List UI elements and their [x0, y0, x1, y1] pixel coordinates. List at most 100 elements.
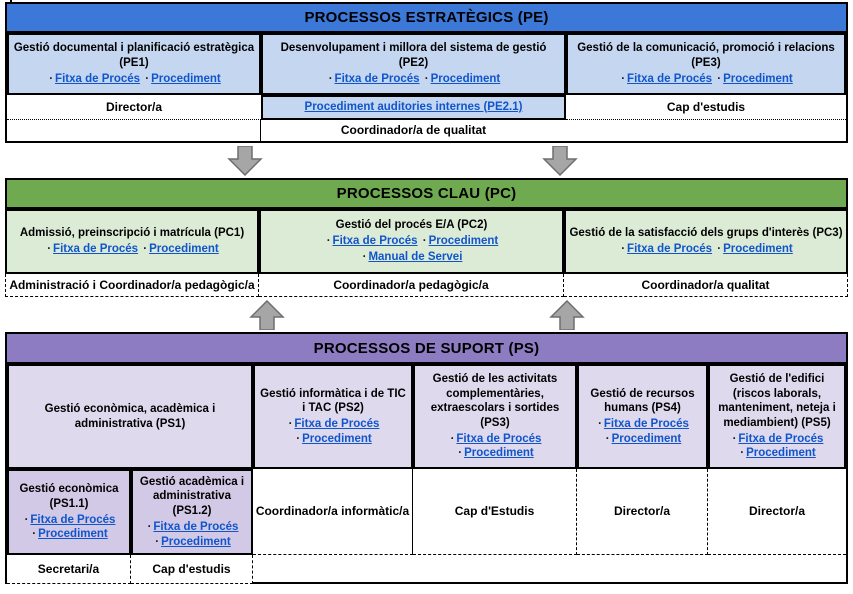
dot-separator: ·	[288, 418, 293, 430]
pe-header: PROCESSOS ESTRATÈGICS (PE)	[7, 4, 846, 33]
ps4-links: ·Fitxa de Procés ·Procediment	[596, 417, 689, 446]
ps1-cell: Gestió econòmica, acadèmica i administra…	[7, 364, 253, 469]
dot-separator: ·	[732, 432, 737, 445]
pc1-cell: Admissió, preinscripció i matrícula (PC1…	[5, 209, 259, 274]
dot-separator: ·	[717, 243, 722, 255]
ps4-fitxa-de-proces-link[interactable]: Fitxa de Procés	[603, 418, 689, 430]
ps12-procediment-link[interactable]: Procediment	[161, 535, 231, 548]
dot-separator: ·	[621, 72, 626, 85]
ps3-cell: Gestió de les activitats complementàries…	[413, 364, 577, 469]
dot-separator: ·	[326, 235, 331, 248]
dot-separator: ·	[740, 447, 745, 460]
pe2-procediment-link[interactable]: Procediment	[430, 72, 501, 85]
ps-header: PROCESSOS DE SUPORT (PS)	[7, 334, 846, 364]
ps-role-director: Director/a	[708, 469, 846, 555]
pc-role-coordinador-qualitat: Coordinador/a qualitat	[564, 274, 848, 297]
ps-section: PROCESSOS DE SUPORT (PS) Gestió econòmic…	[5, 332, 848, 584]
pc2-manual-row: ·Manual de Servei	[361, 250, 463, 265]
pc-section: PROCESSOS CLAU (PC) Admissió, preinscrip…	[5, 178, 848, 297]
ps-role-director: Director/a	[577, 469, 708, 555]
pe1-fitxa-de-proces-link[interactable]: Fitxa de Procés	[55, 72, 141, 85]
pe1-links: ·Fitxa de Procés ·Procediment	[47, 72, 221, 87]
dot-separator: ·	[328, 72, 333, 85]
pc3-title: Gestió de la satisfacció dels grups d'in…	[569, 227, 843, 240]
pc2-procediment-link[interactable]: Procediment	[428, 235, 499, 248]
pe21-audit-cell: Procediment auditories internes (PE2.1)	[261, 95, 566, 120]
pe3-procediment-link[interactable]: Procediment	[723, 72, 793, 85]
ps2-fitxa-de-proces-link[interactable]: Fitxa de Procés	[294, 418, 380, 430]
pc1-procediment-link[interactable]: Procediment	[149, 243, 219, 255]
pe1-title: Gestió documental i planificació estratè…	[13, 42, 255, 70]
pc3-fitxa-de-proces-link[interactable]: Fitxa de Procés	[627, 243, 713, 255]
dot-separator: ·	[155, 535, 160, 548]
ps11-fitxa-de-proces-link[interactable]: Fitxa de Procés	[30, 513, 116, 526]
pe-empty-cell	[7, 120, 261, 141]
ps2-title: Gestió informàtica i de TIC i TAC (PS2)	[260, 387, 406, 415]
dot-separator: ·	[450, 432, 455, 445]
ps2-cell: Gestió informàtica i de TIC i TAC (PS2) …	[253, 364, 413, 469]
ps4-procediment-link[interactable]: Procediment	[611, 432, 682, 445]
pe-section: PROCESSOS ESTRATÈGICS (PE) Gestió docume…	[5, 2, 848, 143]
pe2-links: ·Fitxa de Procés ·Procediment	[327, 72, 501, 87]
ps3-title: Gestió de les activitats complementàries…	[430, 372, 560, 429]
pc1-fitxa-de-proces-link[interactable]: Fitxa de Procés	[53, 243, 139, 255]
ps11-title: Gestió econòmica (PS1.1)	[19, 483, 119, 510]
dot-separator: ·	[598, 418, 602, 430]
pe2-cell: Desenvolupament i millora del sistema de…	[261, 33, 566, 95]
pc2-fitxa-de-proces-link[interactable]: Fitxa de Procés	[332, 235, 418, 248]
pe-role-cap-destudis: Cap d'estudis	[566, 95, 846, 120]
pe-role-director: Director/a	[7, 95, 261, 120]
ps4-cell: Gestió de recursos humans (PS4) ·Fitxa d…	[577, 364, 708, 469]
ps3-procediment-link[interactable]: Procediment	[464, 447, 534, 460]
ps-role-cap-destudis-bottom: Cap d'estudis	[131, 555, 253, 584]
ps2-procediment-link[interactable]: Procediment	[302, 432, 372, 445]
up-arrow-icon	[249, 300, 285, 330]
ps11-cell: Gestió econòmica (PS1.1) ·Fitxa de Procé…	[7, 469, 131, 555]
ps4-title: Gestió de recursos humans (PS4)	[590, 387, 695, 415]
ps12-fitxa-de-proces-link[interactable]: Fitxa de Procés	[153, 520, 239, 533]
pc2-manual-de-servei-link[interactable]: Manual de Servei	[368, 250, 463, 263]
pe3-fitxa-de-proces-link[interactable]: Fitxa de Procés	[627, 72, 713, 85]
ps3-fitxa-de-proces-link[interactable]: Fitxa de Procés	[456, 432, 542, 445]
pc-role-administracio-coordinador: Administració i Coordinador/a pedagògic/…	[5, 274, 259, 297]
ps5-title: Gestió de l'edifici (riscos laborals, ma…	[718, 372, 836, 429]
pc2-cell: Gestió del procés E/A (PC2) ·Fitxa de Pr…	[259, 209, 564, 274]
dot-separator: ·	[143, 243, 148, 255]
pe1-procediment-link[interactable]: Procediment	[151, 72, 221, 85]
ps12-cell: Gestió acadèmica i administrativa (PS1.2…	[131, 469, 253, 555]
pc3-procediment-link[interactable]: Procediment	[723, 243, 793, 255]
ps5-fitxa-de-proces-link[interactable]: Fitxa de Procés	[738, 432, 824, 445]
pc-role-coordinador-pedagogic: Coordinador/a pedagògic/a	[259, 274, 564, 297]
pe-empty-cell	[566, 120, 846, 141]
dot-separator: ·	[458, 447, 463, 460]
ps5-procediment-link[interactable]: Procediment	[746, 447, 816, 460]
pe21-auditories-internes-link[interactable]: Procediment auditories internes (PE2.1)	[304, 100, 523, 113]
pc-header: PROCESSOS CLAU (PC)	[5, 178, 848, 209]
pc3-cell: Gestió de la satisfacció dels grups d'in…	[564, 209, 848, 274]
pe1-cell: Gestió documental i planificació estratè…	[7, 33, 261, 95]
pe2-fitxa-de-proces-link[interactable]: Fitxa de Procés	[334, 72, 420, 85]
dot-separator: ·	[24, 513, 29, 526]
dot-separator: ·	[621, 243, 626, 255]
dot-separator: ·	[296, 432, 301, 445]
dot-separator: ·	[605, 432, 610, 445]
ps11-procediment-link[interactable]: Procediment	[38, 528, 108, 541]
ps12-title: Gestió acadèmica i administrativa (PS1.2…	[139, 475, 245, 518]
dot-separator: ·	[49, 72, 54, 85]
pc1-title: Admissió, preinscripció i matrícula (PC1…	[19, 227, 245, 240]
ps-empty-cell	[253, 555, 846, 584]
ps5-links: ·Fitxa de Procés ·Procediment	[731, 432, 824, 461]
pe2-title: Desenvolupament i millora del sistema de…	[280, 42, 547, 70]
ps5-cell: Gestió de l'edifici (riscos laborals, ma…	[708, 364, 846, 469]
ps2-links: ·Fitxa de Procés ·Procediment	[287, 417, 380, 446]
dot-separator: ·	[424, 72, 429, 85]
pe3-cell: Gestió de la comunicació, promoció i rel…	[566, 33, 846, 95]
up-arrow-icon	[549, 300, 585, 330]
pc2-title: Gestió del procés E/A (PC2)	[335, 219, 488, 232]
pc3-links: ·Fitxa de Procés ·Procediment	[619, 242, 793, 257]
dot-separator: ·	[717, 72, 722, 85]
dot-separator: ·	[47, 243, 52, 255]
ps12-links: ·Fitxa de Procés ·Procediment	[146, 520, 239, 549]
pe3-title: Gestió de la comunicació, promoció i rel…	[577, 42, 835, 70]
pc2-links: ·Fitxa de Procés ·Procediment	[325, 234, 499, 249]
